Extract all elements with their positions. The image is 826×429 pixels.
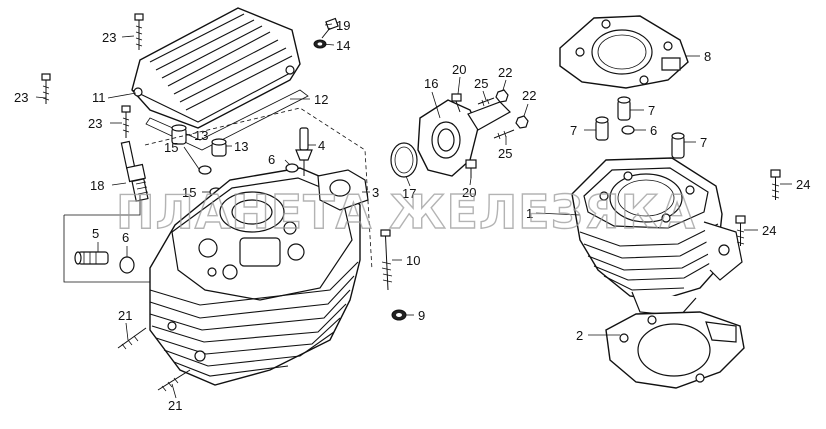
callout-4: 4 bbox=[318, 138, 325, 153]
dowel-pin-7-right bbox=[671, 132, 685, 159]
valve-4 bbox=[295, 127, 313, 176]
nut-22-lower bbox=[515, 115, 529, 129]
callout-15-a: 15 bbox=[164, 140, 178, 155]
cylinder-head-cover bbox=[131, 7, 301, 129]
tensioner-plug-5 bbox=[74, 251, 109, 265]
callout-18: 18 bbox=[90, 178, 104, 193]
washer-14 bbox=[313, 39, 327, 49]
callout-23-mid: 23 bbox=[88, 116, 102, 131]
bolt-24-lower bbox=[735, 215, 746, 246]
callout-20-top: 20 bbox=[452, 62, 466, 77]
callout-labels: 19 23 14 23 11 12 23 13 13 15 4 6 3 18 1… bbox=[14, 18, 810, 413]
callout-7-right: 7 bbox=[700, 135, 707, 150]
bolt-23-left bbox=[41, 73, 51, 104]
watermark-text: ПЛАНЕТА ЖЕЛЕЗЯКА bbox=[116, 185, 696, 239]
callout-23-left: 23 bbox=[14, 90, 28, 105]
bolt-23-mid bbox=[121, 105, 131, 138]
callout-13-a: 13 bbox=[194, 128, 208, 143]
stud-25-top bbox=[477, 97, 495, 107]
assembly-outline bbox=[144, 107, 373, 271]
callout-12: 12 bbox=[314, 92, 328, 107]
bolt-20-top bbox=[451, 93, 462, 113]
callout-1: 1 bbox=[526, 206, 533, 221]
stud-21-lower bbox=[157, 369, 191, 392]
o-ring-6-left bbox=[119, 256, 135, 274]
cap-nut-13b bbox=[211, 138, 227, 157]
callout-11: 11 bbox=[92, 90, 106, 105]
cylinder-base-gasket bbox=[605, 311, 745, 389]
cap-nut-13a bbox=[171, 124, 187, 145]
dowel-pin-7-left bbox=[595, 116, 609, 141]
callout-6-right: 6 bbox=[650, 123, 657, 138]
callout-7-top: 7 bbox=[648, 103, 655, 118]
callout-24-upper: 24 bbox=[796, 177, 810, 192]
callout-19: 19 bbox=[336, 18, 350, 33]
dowel-pin-7-top bbox=[617, 96, 631, 121]
bolt-24-upper bbox=[770, 169, 781, 200]
stud-21-upper bbox=[117, 327, 147, 350]
leader-lines bbox=[35, 23, 792, 399]
callout-6-left: 6 bbox=[122, 230, 129, 245]
callout-23-top: 23 bbox=[102, 30, 116, 45]
head-cover-gasket bbox=[145, 89, 309, 151]
callout-7-left: 7 bbox=[570, 123, 577, 138]
cylinder-head bbox=[149, 167, 369, 386]
spark-plug bbox=[120, 140, 149, 202]
head-gasket bbox=[559, 15, 689, 89]
bolt-20-lower bbox=[465, 159, 477, 178]
callout-22-lower: 22 bbox=[522, 88, 536, 103]
intake-pipe bbox=[417, 99, 511, 177]
bolt-10 bbox=[380, 229, 393, 291]
callout-9: 9 bbox=[418, 308, 425, 323]
washer-15a bbox=[198, 165, 212, 175]
callout-25-top: 25 bbox=[474, 76, 488, 91]
callout-8: 8 bbox=[704, 49, 711, 64]
callout-16: 16 bbox=[424, 76, 438, 91]
callout-24-lower: 24 bbox=[762, 223, 776, 238]
cylinder bbox=[571, 157, 743, 317]
callout-2: 2 bbox=[576, 328, 583, 343]
o-ring-6-right bbox=[621, 125, 635, 135]
callout-17: 17 bbox=[402, 186, 416, 201]
subassembly-bracket bbox=[63, 195, 150, 283]
callout-3: 3 bbox=[372, 185, 379, 200]
bolt-23-top bbox=[134, 13, 144, 50]
callout-5: 5 bbox=[92, 226, 99, 241]
callout-6-top: 6 bbox=[268, 152, 275, 167]
nut-22-top bbox=[495, 89, 509, 103]
callout-21-upper: 21 bbox=[118, 308, 132, 323]
o-ring-6-top bbox=[285, 163, 299, 173]
callout-21-lower: 21 bbox=[168, 398, 182, 413]
stud-25-lower bbox=[493, 129, 515, 140]
callout-25-lower: 25 bbox=[498, 146, 512, 161]
callout-15-b: 15 bbox=[182, 185, 196, 200]
callout-14: 14 bbox=[336, 38, 350, 53]
callout-13-b: 13 bbox=[234, 139, 248, 154]
callout-20-lower: 20 bbox=[462, 185, 476, 200]
callout-22-top: 22 bbox=[498, 65, 512, 80]
callout-10: 10 bbox=[406, 253, 420, 268]
